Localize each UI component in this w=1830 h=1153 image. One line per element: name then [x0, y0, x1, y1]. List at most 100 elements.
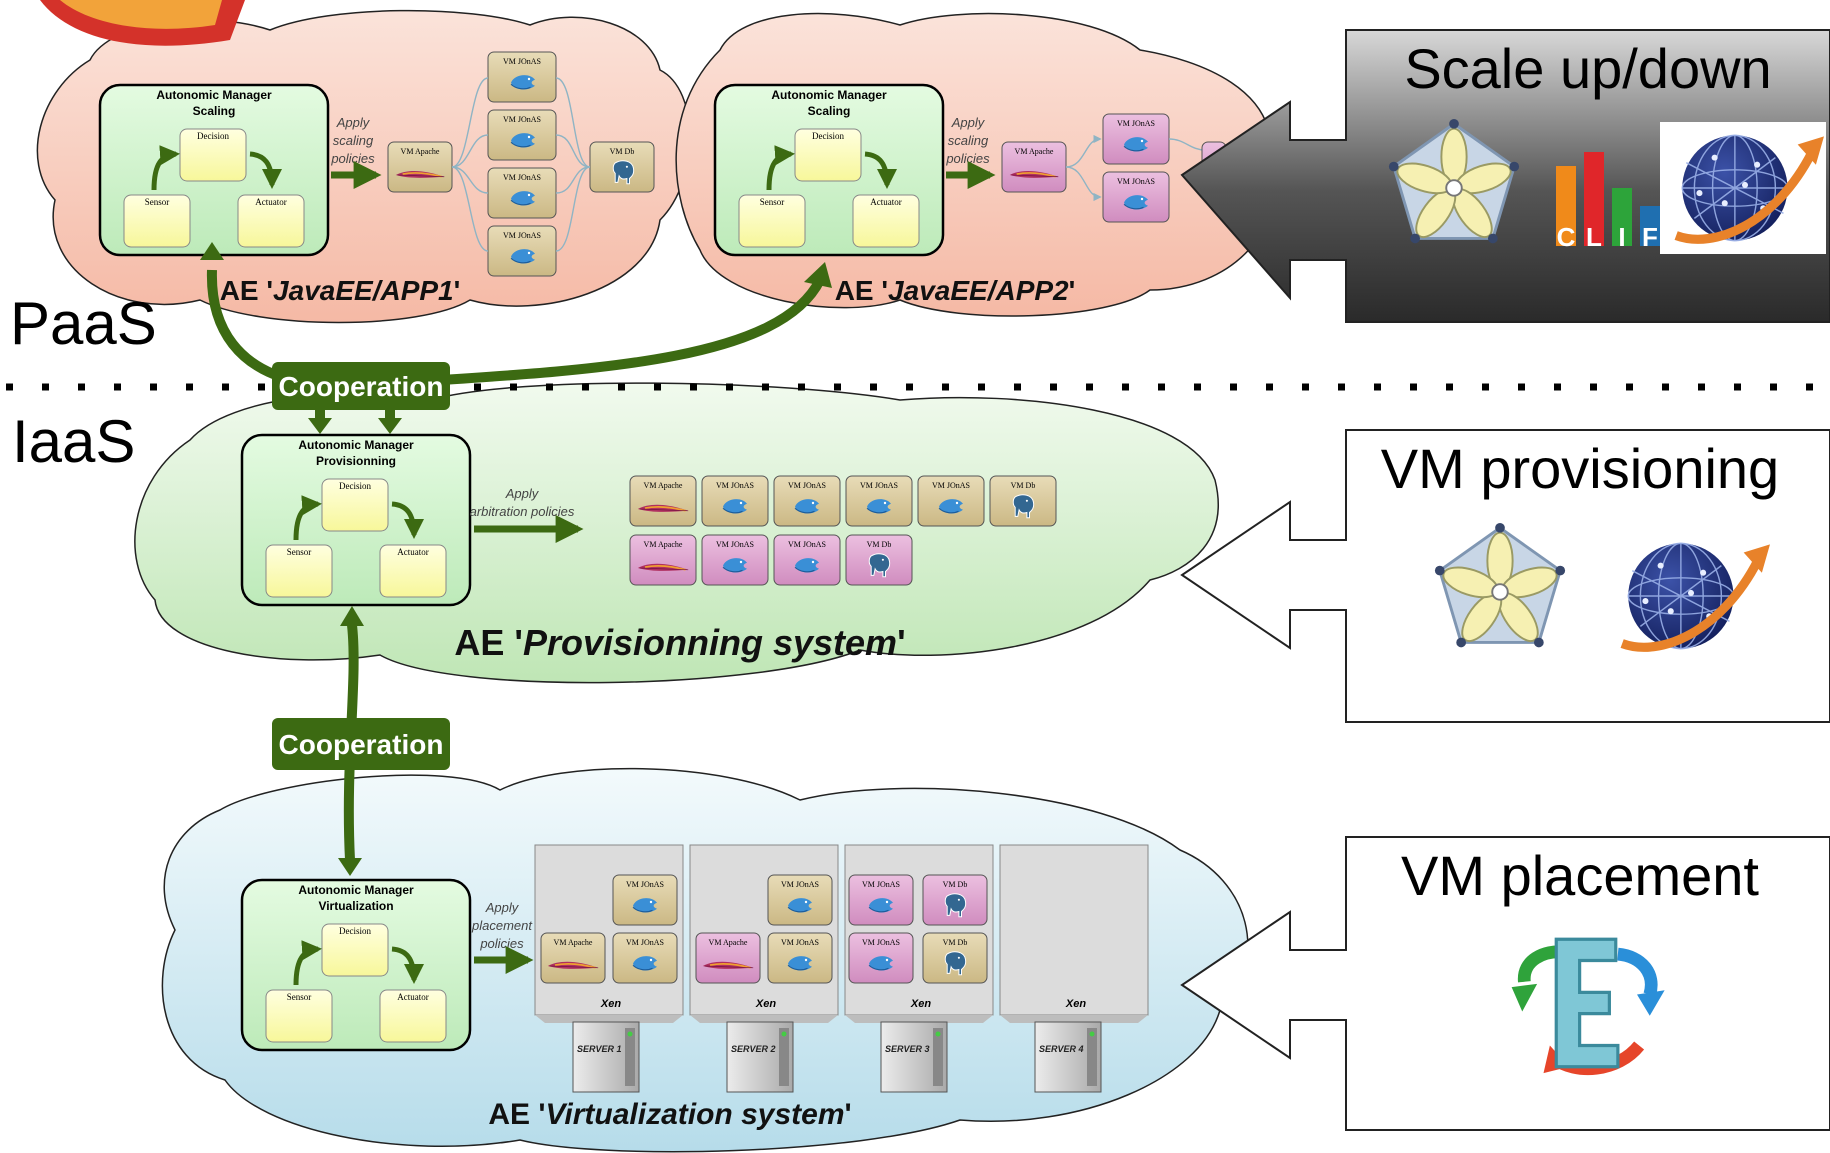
vm-jonas-pool: VM JOnAS: [773, 534, 841, 586]
svg-text:VM JOnAS: VM JOnAS: [503, 115, 541, 124]
svg-text:SERVER 1: SERVER 1: [577, 1044, 622, 1054]
server-2: SERVER 2: [726, 1021, 794, 1093]
ae-title-provisioning: AE 'Provisionning system': [454, 622, 905, 663]
vm-pool-row2: VM Apache VM JOnAS VM JOnAS VM Db: [629, 534, 913, 586]
svg-text:placement: placement: [471, 918, 533, 933]
decision-label: Decision: [197, 131, 229, 141]
server-3: SERVER 3: [880, 1021, 948, 1093]
svg-text:VM JOnAS: VM JOnAS: [862, 880, 900, 889]
svg-text:scaling: scaling: [948, 133, 989, 148]
svg-text:L: L: [1586, 222, 1602, 252]
manager-scaling-app2: Autonomic Manager Scaling Decision Senso…: [713, 83, 945, 257]
clif-logo: C L I F: [1556, 152, 1660, 252]
panel-placement-title: VM placement: [1401, 844, 1759, 907]
actuator-label: Actuator: [397, 547, 429, 557]
svg-text:Apply: Apply: [505, 486, 540, 501]
arrow-head-up-mid: [340, 606, 364, 626]
manager-subtitle: Provisionning: [316, 454, 396, 468]
xen-label: Xen: [910, 998, 931, 1010]
svg-text:VM Db: VM Db: [610, 147, 635, 156]
svg-text:F: F: [1642, 222, 1658, 252]
svg-text:VM Db: VM Db: [1011, 481, 1036, 490]
svg-text:I: I: [1618, 222, 1625, 252]
decision-label: Decision: [339, 481, 371, 491]
svg-text:SERVER 3: SERVER 3: [885, 1044, 930, 1054]
vm-jonas-pool: VM JOnAS: [917, 475, 985, 527]
layer-label-iaas: IaaS: [12, 408, 135, 475]
svg-text:VM JOnAS: VM JOnAS: [781, 938, 819, 947]
vm-apache-pool: VM Apache: [629, 475, 697, 527]
vm-jonas-app1-4: VM JOnAS: [487, 225, 557, 277]
actuator-label: Actuator: [397, 992, 429, 1002]
sensor-label: Sensor: [287, 547, 312, 557]
svg-text:VM JOnAS: VM JOnAS: [503, 231, 541, 240]
xen-label: Xen: [600, 998, 621, 1010]
svg-text:SERVER 4: SERVER 4: [1039, 1044, 1084, 1054]
svg-text:Cooperation: Cooperation: [279, 371, 444, 402]
svg-text:VM JOnAS: VM JOnAS: [860, 481, 898, 490]
arrow-head-up-left: [200, 242, 224, 260]
svg-text:VM Apache: VM Apache: [554, 938, 593, 947]
apply-placement-label: Apply placement policies: [471, 900, 533, 951]
ae-title-virtualization: AE 'Virtualization system': [488, 1098, 851, 1131]
sensor-label: Sensor: [145, 197, 170, 207]
xen-label: Xen: [755, 998, 776, 1010]
svg-text:VM JOnAS: VM JOnAS: [862, 938, 900, 947]
ae-title-app2: AE 'JavaEE/APP2': [835, 275, 1076, 306]
vm-jonas-pool: VM JOnAS: [773, 475, 841, 527]
svg-text:VM JOnAS: VM JOnAS: [716, 540, 754, 549]
svg-text:policies: policies: [330, 151, 375, 166]
manager-subtitle: Scaling: [193, 104, 236, 118]
manager-title: Autonomic Manager: [298, 438, 414, 452]
svg-text:VM JOnAS: VM JOnAS: [626, 938, 664, 947]
server-4: SERVER 4: [1034, 1021, 1102, 1093]
svg-text:VM Apache: VM Apache: [644, 540, 683, 549]
vm-jonas-pool: VM JOnAS: [701, 534, 769, 586]
apply-scaling-label-app2: Apply scaling policies: [945, 115, 990, 166]
actuator-label: Actuator: [255, 197, 287, 207]
svg-text:VM Apache: VM Apache: [709, 938, 748, 947]
manager-provisioning: Autonomic Manager Provisionning Decision…: [240, 433, 472, 607]
vm-db-app1: VM Db: [589, 141, 655, 193]
vm-db-pool: VM Db: [989, 475, 1057, 527]
svg-text:VM JOnAS: VM JOnAS: [626, 880, 664, 889]
svg-text:SERVER 2: SERVER 2: [731, 1044, 776, 1054]
svg-text:VM JOnAS: VM JOnAS: [1117, 177, 1155, 186]
svg-text:VM JOnAS: VM JOnAS: [932, 481, 970, 490]
svg-text:VM JOnAS: VM JOnAS: [788, 540, 826, 549]
manager-subtitle: Virtualization: [318, 899, 393, 913]
svg-text:VM Db: VM Db: [943, 938, 968, 947]
panel-provisioning: VM provisioning: [1180, 429, 1830, 723]
decision-label: Decision: [812, 131, 844, 141]
svg-text:VM Apache: VM Apache: [644, 481, 683, 490]
vm-links-app1: [451, 77, 591, 252]
svg-text:scaling: scaling: [333, 133, 374, 148]
sensor-label: Sensor: [760, 197, 785, 207]
cooperation-badge-bottom: Cooperation: [272, 718, 450, 770]
apply-scaling-label-app1: Apply scaling policies: [330, 115, 375, 166]
manager-scaling-app1: Autonomic Manager Scaling Decision Senso…: [98, 83, 330, 257]
svg-text:VM JOnAS: VM JOnAS: [503, 173, 541, 182]
svg-text:VM Apache: VM Apache: [401, 147, 440, 156]
vm-jonas-pool: VM JOnAS: [701, 475, 769, 527]
vm-jonas-app2-2: VM JOnAS: [1102, 171, 1170, 223]
server-1: SERVER 1: [572, 1021, 640, 1093]
svg-text:VM Db: VM Db: [867, 540, 892, 549]
apply-arbitration-label: Apply arbitration policies: [470, 486, 575, 519]
panel-scale-title: Scale up/down: [1404, 37, 1771, 100]
arrow-head-down-1: [308, 418, 332, 434]
vm-jonas-app1-3: VM JOnAS: [487, 167, 557, 219]
svg-text:policies: policies: [479, 936, 524, 951]
svg-text:VM JOnAS: VM JOnAS: [1117, 119, 1155, 128]
svg-text:policies: policies: [945, 151, 990, 166]
host-3: Xen VM JOnAS VM Db VM JOnAS VM Db: [844, 844, 994, 1023]
panel-scale: Scale up/down C L I F: [1180, 29, 1830, 323]
panel-placement: VM placement: [1180, 836, 1830, 1131]
vm-apache-app2: VM Apache: [1001, 141, 1067, 193]
svg-text:Apply: Apply: [336, 115, 371, 130]
svg-text:Cooperation: Cooperation: [279, 729, 444, 760]
vm-jonas-app1-1: VM JOnAS: [487, 51, 557, 103]
vm-pool-row1: VM Apache VM JOnAS VM JOnAS VM JOnAS VM …: [629, 475, 1057, 527]
manager-title: Autonomic Manager: [298, 883, 414, 897]
